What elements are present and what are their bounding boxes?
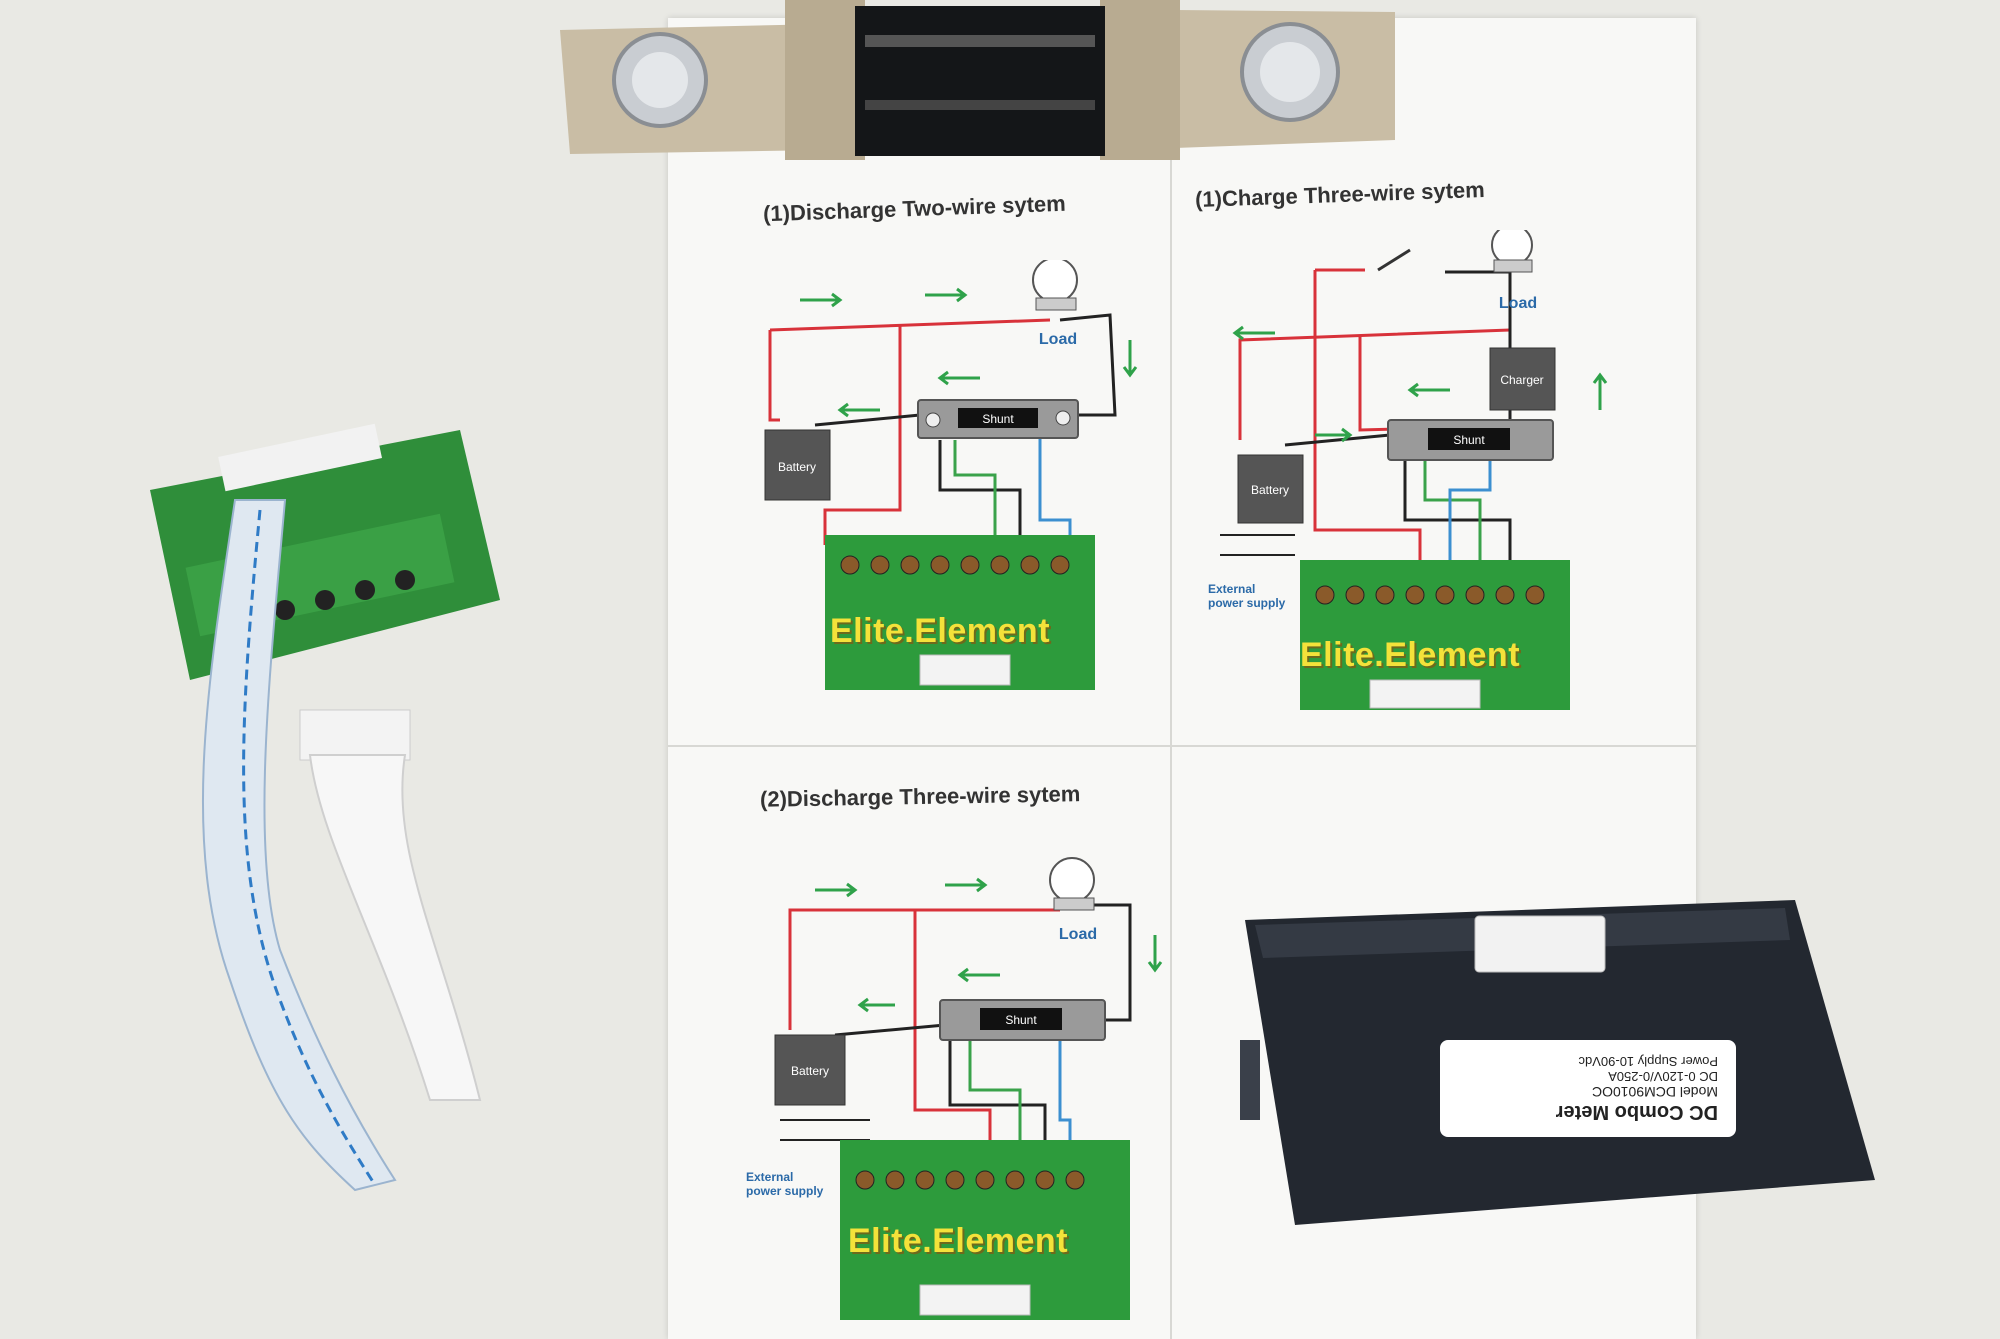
- battery-label: Battery: [791, 1064, 829, 1078]
- wiring-diagram-discharge-three-wire: Shunt Battery Load: [774, 857, 1163, 1320]
- brand-logo-text-2: Elite.Element: [1300, 636, 1521, 674]
- shunt-label: Shunt: [982, 412, 1014, 426]
- fold-line-vertical: [1170, 30, 1172, 1339]
- wiring-diagram-charge-three-wire: Shunt Battery Charger Load: [1220, 230, 1608, 710]
- brand-logo-text-3: Elite.Element: [848, 1222, 1069, 1260]
- wiring-diagram-discharge-two-wire: Shunt Battery Load: [764, 260, 1138, 690]
- load-label: Load: [1059, 926, 1097, 943]
- shunt-label: Shunt: [1005, 1013, 1037, 1027]
- load-label: Load: [1039, 331, 1077, 348]
- meter-line-2: Model DCM9010OC: [1591, 1084, 1718, 1100]
- fold-line-horizontal: [668, 745, 1696, 747]
- shunt-resistor-photo: [560, 0, 1395, 160]
- adapter-board-with-ribbon-cable: [150, 423, 500, 1192]
- battery-label: Battery: [1251, 483, 1289, 497]
- meter-spec-label: DC Combo Meter Model DCM9010OC DC 0-120V…: [1440, 1040, 1736, 1137]
- brand-logo-text-1: Elite.Element: [830, 612, 1051, 650]
- meter-line-3: DC 0-120V/0-250A: [1608, 1069, 1718, 1084]
- meter-line-1: DC Combo Meter: [1555, 1101, 1718, 1123]
- load-label: Load: [1499, 295, 1537, 312]
- external-supply-label-2: External power supply: [1208, 582, 1286, 610]
- charger-label: Charger: [1500, 373, 1543, 387]
- shunt-label: Shunt: [1453, 433, 1485, 447]
- external-supply-label-3: External power supply: [746, 1170, 824, 1198]
- meter-line-4: Power Supply 10-90Vdc: [1578, 1054, 1718, 1069]
- battery-label: Battery: [778, 460, 816, 474]
